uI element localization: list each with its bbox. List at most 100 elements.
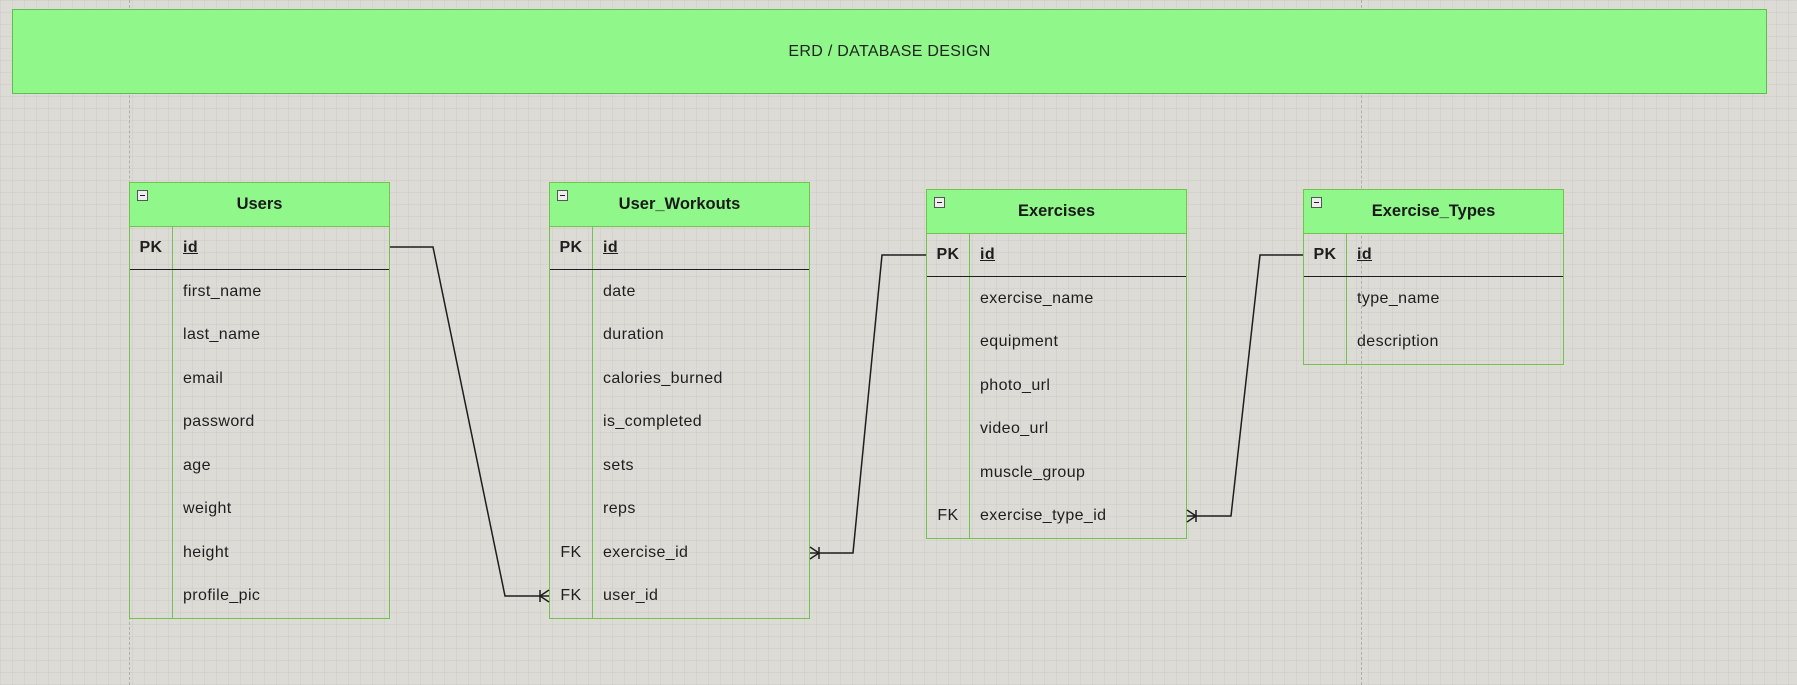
entity-field-row[interactable]: last_name — [130, 313, 389, 357]
entity-field-row[interactable]: FK exercise_type_id — [927, 494, 1186, 538]
entity-field-row[interactable]: muscle_group — [927, 451, 1186, 495]
key-label — [550, 400, 593, 444]
minus-square-icon[interactable] — [934, 197, 945, 208]
entity-field-row[interactable]: exercise_name — [927, 277, 1186, 321]
entity-field-row[interactable]: PK id — [130, 227, 389, 270]
field-name: last_name — [183, 326, 261, 344]
entity-field-row[interactable]: FK exercise_id — [550, 531, 809, 575]
entity-exercises[interactable]: Exercises PK id exercise_name equipment … — [926, 189, 1187, 539]
entity-field-row[interactable]: video_url — [927, 407, 1186, 451]
entity-field-row[interactable]: profile_pic — [130, 574, 389, 618]
entity-field-row[interactable]: password — [130, 400, 389, 444]
entity-field-row[interactable]: email — [130, 357, 389, 401]
relationship-exercises-exercise-types[interactable] — [1186, 254, 1303, 523]
field-name: equipment — [980, 333, 1059, 351]
entity-field-row[interactable]: height — [130, 531, 389, 575]
field-name: age — [183, 456, 211, 474]
entity-header[interactable]: Exercises — [927, 190, 1186, 234]
key-label: FK — [550, 574, 593, 618]
field-name: weight — [183, 500, 232, 518]
key-label — [130, 574, 173, 618]
entity-user-workouts[interactable]: User_Workouts PK id date duration calori… — [549, 182, 810, 619]
field-name: type_name — [1357, 289, 1440, 307]
field-name: reps — [603, 500, 636, 518]
key-label: FK — [550, 531, 593, 575]
field-name: profile_pic — [183, 587, 261, 605]
entity-header[interactable]: User_Workouts — [550, 183, 809, 227]
entity-exercise-types[interactable]: Exercise_Types PK id type_name descripti… — [1303, 189, 1564, 365]
key-label — [130, 400, 173, 444]
field-name: video_url — [980, 420, 1049, 438]
key-label — [1304, 320, 1347, 364]
minus-square-icon[interactable] — [557, 190, 568, 201]
entity-field-row[interactable]: PK id — [1304, 234, 1563, 277]
entity-title: User_Workouts — [618, 195, 741, 213]
crows-foot-prong — [539, 589, 550, 597]
entity-field-row[interactable]: duration — [550, 313, 809, 357]
field-name: photo_url — [980, 376, 1051, 394]
key-label — [927, 277, 970, 321]
minus-square-icon[interactable] — [1311, 197, 1322, 208]
entity-title: Exercise_Types — [1371, 202, 1496, 220]
crows-foot-prong — [1186, 509, 1197, 517]
field-name: exercise_name — [980, 289, 1094, 307]
key-label — [550, 313, 593, 357]
field-name: duration — [603, 326, 665, 344]
entity-field-row[interactable]: calories_burned — [550, 357, 809, 401]
relationship-users-user-workouts[interactable] — [390, 246, 550, 603]
field-name: password — [183, 413, 255, 431]
key-label — [927, 451, 970, 495]
key-label — [550, 270, 593, 314]
entity-field-row[interactable]: FK user_id — [550, 574, 809, 618]
field-name: email — [183, 369, 224, 387]
entity-field-row[interactable]: age — [130, 444, 389, 488]
entity-field-row[interactable]: is_completed — [550, 400, 809, 444]
key-label — [130, 270, 173, 314]
entity-header[interactable]: Users — [130, 183, 389, 227]
entity-field-row[interactable]: PK id — [550, 227, 809, 270]
field-name: first_name — [183, 282, 262, 300]
relationship-user-workouts-exercises[interactable] — [809, 254, 926, 560]
minus-square-icon[interactable] — [137, 190, 148, 201]
key-label — [130, 357, 173, 401]
connector-line[interactable] — [810, 254, 926, 554]
key-label — [927, 364, 970, 408]
entity-field-row[interactable]: first_name — [130, 270, 389, 314]
key-label — [130, 313, 173, 357]
key-label — [130, 487, 173, 531]
diagram-title-banner[interactable]: ERD / DATABASE DESIGN — [12, 9, 1767, 94]
key-label — [1304, 277, 1347, 321]
entity-field-row[interactable]: description — [1304, 320, 1563, 364]
connector-line[interactable] — [390, 246, 549, 597]
field-name: id — [1357, 246, 1373, 263]
key-label — [927, 320, 970, 364]
field-name: sets — [603, 456, 634, 474]
key-label — [550, 487, 593, 531]
field-name: user_id — [603, 587, 659, 605]
connector-line[interactable] — [1187, 254, 1303, 517]
key-label: PK — [1304, 234, 1347, 276]
key-label: PK — [927, 234, 970, 276]
entity-field-row[interactable]: sets — [550, 444, 809, 488]
entity-field-row[interactable]: PK id — [927, 234, 1186, 277]
field-name: muscle_group — [980, 463, 1086, 481]
field-name: is_completed — [603, 413, 703, 431]
crows-foot-prong — [809, 546, 820, 554]
field-name: exercise_id — [603, 543, 689, 561]
entity-users[interactable]: Users PK id first_name last_name email p… — [129, 182, 390, 619]
entity-field-row[interactable]: equipment — [927, 320, 1186, 364]
crows-foot-prong — [809, 552, 820, 560]
guide-line-right — [1361, 0, 1362, 685]
field-name: exercise_type_id — [980, 507, 1107, 525]
entity-field-row[interactable]: weight — [130, 487, 389, 531]
key-label: PK — [130, 227, 173, 269]
entity-field-row[interactable]: date — [550, 270, 809, 314]
entity-field-row[interactable]: reps — [550, 487, 809, 531]
key-label — [130, 531, 173, 575]
entity-field-row[interactable]: type_name — [1304, 277, 1563, 321]
entity-header[interactable]: Exercise_Types — [1304, 190, 1563, 234]
key-label — [550, 444, 593, 488]
key-label — [927, 407, 970, 451]
entity-field-row[interactable]: photo_url — [927, 364, 1186, 408]
field-name: id — [603, 239, 619, 256]
